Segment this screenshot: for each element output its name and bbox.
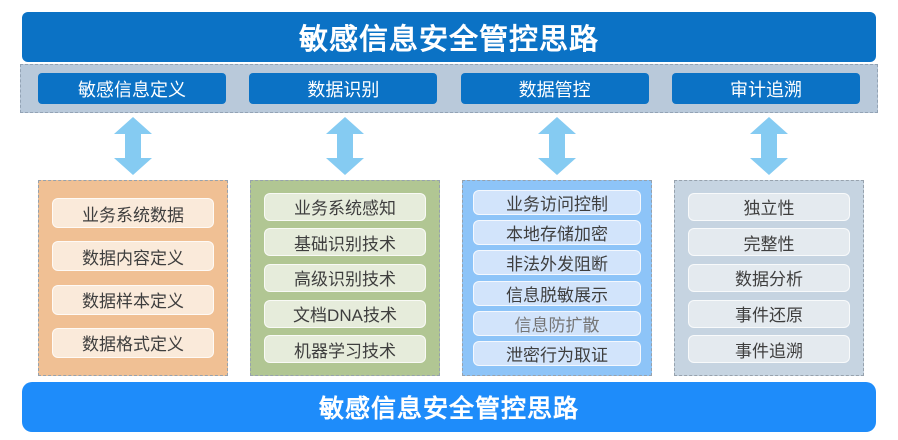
item-box: 信息防扩散 [473,310,641,336]
item-box: 事件追溯 [688,335,850,364]
item-box: 数据样本定义 [52,284,214,315]
category-button-data-identification: 数据识别 [249,73,438,104]
column-data-control: 业务访问控制 本地存储加密 非法外发阻断 信息脱敏展示 信息防扩散 泄密行为取证 [462,180,652,376]
item-box: 业务系统数据 [52,198,214,229]
category-button-data-control: 数据管控 [460,73,649,104]
item-box: 数据格式定义 [52,327,214,358]
double-arrow-icon [750,117,788,175]
footer-title: 敏感信息安全管控思路 [318,395,579,423]
column-audit-trace: 独立性 完整性 数据分析 事件还原 事件追溯 [674,180,864,376]
category-button-audit-trace: 审计追溯 [671,73,860,104]
item-box: 信息脱敏展示 [473,280,641,306]
item-box: 业务系统感知 [264,192,426,221]
item-box: 文档DNA技术 [264,299,426,328]
item-box: 独立性 [688,192,850,221]
top-banner: 敏感信息安全管控思路 [22,12,876,62]
column-sensitive-info-definition: 业务系统数据 数据内容定义 数据样本定义 数据格式定义 [38,180,228,376]
double-arrow-icon [326,117,364,175]
category-label: 数据识别 [307,79,380,100]
category-label: 数据管控 [518,79,591,100]
item-box: 业务访问控制 [473,190,641,216]
item-box: 事件还原 [688,299,850,328]
item-box: 完整性 [688,228,850,257]
page-title: 敏感信息安全管控思路 [298,24,599,56]
category-label: 敏感信息定义 [78,79,186,100]
bottom-banner: 敏感信息安全管控思路 [22,382,876,432]
category-button-sensitive-info-definition: 敏感信息定义 [38,73,226,104]
item-box: 机器学习技术 [264,335,426,364]
double-arrow-icon [114,117,152,175]
item-box: 数据内容定义 [52,241,214,272]
item-box: 非法外发阻断 [473,250,641,276]
item-box: 基础识别技术 [264,228,426,257]
column-data-identification: 业务系统感知 基础识别技术 高级识别技术 文档DNA技术 机器学习技术 [250,180,440,376]
item-box: 泄密行为取证 [473,340,641,366]
item-box: 数据分析 [688,263,850,292]
category-label: 审计追溯 [729,79,802,100]
category-bar: 敏感信息定义 数据识别 数据管控 审计追溯 [20,64,878,113]
item-box: 本地存储加密 [473,220,641,246]
item-box: 高级识别技术 [264,263,426,292]
double-arrow-icon [538,117,576,175]
